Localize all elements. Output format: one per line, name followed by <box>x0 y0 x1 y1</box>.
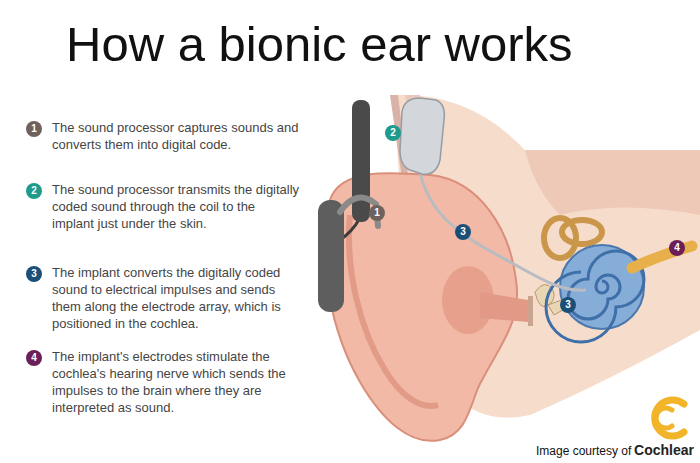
coil <box>352 100 370 222</box>
pinna-fold <box>349 215 438 406</box>
callout-number: 2 <box>26 183 42 199</box>
callout-number: 3 <box>560 297 576 313</box>
electrode-lead <box>420 172 586 290</box>
sound-processor <box>318 200 344 312</box>
cochlear-logo <box>655 400 684 436</box>
ear-canal <box>480 292 528 322</box>
step-description: The implant converts the digitally coded… <box>52 264 300 332</box>
step-description: The sound processor transmits the digita… <box>52 181 300 232</box>
eardrum <box>528 296 533 326</box>
title: How a bionic ear works <box>66 16 573 72</box>
callout-number: 4 <box>26 350 42 366</box>
step-description: The implant's electrodes stimulate the c… <box>52 348 300 416</box>
brand-logo-text: Cochlear <box>632 442 696 458</box>
callout-number: 3 <box>26 266 42 282</box>
inner-tissue <box>525 150 700 215</box>
step-description: The sound processor captures sounds and … <box>52 119 300 153</box>
callout-number: 2 <box>385 125 401 141</box>
callout-number: 1 <box>26 121 42 137</box>
callout-number: 4 <box>669 240 685 256</box>
implant-body <box>400 98 444 174</box>
callout-number: 3 <box>455 224 471 240</box>
callout-number: 1 <box>369 205 385 221</box>
credit-note: Image courtesy of <box>534 444 633 459</box>
